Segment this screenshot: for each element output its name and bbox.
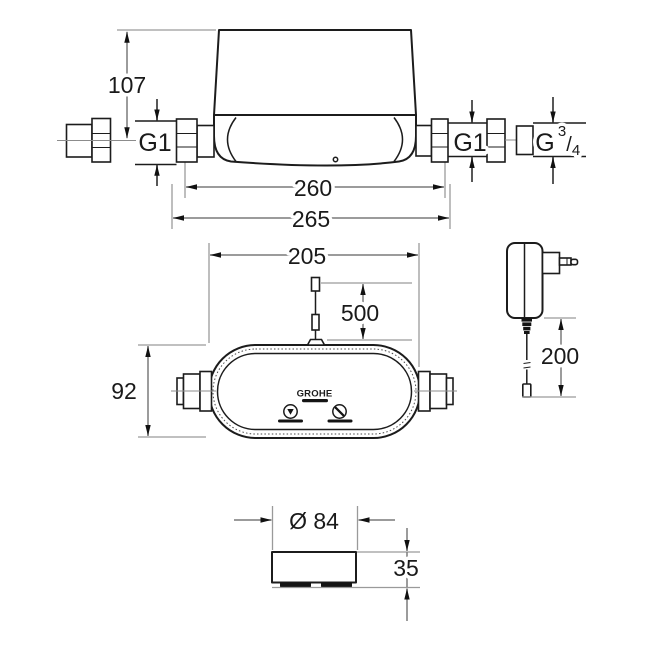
button-label-left xyxy=(278,419,303,423)
dim-width-label: 205 xyxy=(288,243,326,269)
slash-circle-icon xyxy=(332,404,347,419)
arrow-down-circle-icon xyxy=(283,404,298,419)
svg-text:3: 3 xyxy=(558,123,566,140)
cable-connector xyxy=(521,383,532,398)
adapter-cable xyxy=(521,334,532,398)
power-adapter: 200 xyxy=(506,242,583,398)
svg-text:G: G xyxy=(535,129,554,157)
thread-left-label: G1 xyxy=(138,129,171,157)
outlet-nut xyxy=(486,118,506,163)
cable-gland xyxy=(306,338,326,346)
dim-height-label: 107 xyxy=(108,72,146,98)
front-view: GROHE 205 500 92 xyxy=(108,240,457,439)
base-body xyxy=(271,551,357,584)
dim-cable-label: 500 xyxy=(341,300,379,326)
thread-outlet-label: G 3 / 4 xyxy=(532,120,584,163)
brand-logo-underline xyxy=(302,399,328,403)
valve-housing-pipe-section xyxy=(213,114,417,167)
right-collar xyxy=(415,124,433,157)
brand-logo: GROHE xyxy=(297,389,333,400)
drain-hole xyxy=(332,156,339,163)
svg-text:4: 4 xyxy=(572,142,580,159)
base-foot-right xyxy=(321,582,352,588)
base-view: Ø 84 35 xyxy=(234,505,422,621)
dim-adapter-cable-label: 200 xyxy=(541,343,579,369)
thread-right-label: G1 xyxy=(453,129,486,157)
left-union-nut xyxy=(175,118,198,163)
dim-diameter-label: Ø 84 xyxy=(289,508,339,534)
device-body-inner xyxy=(216,352,413,431)
dim-body-width-label: 260 xyxy=(294,175,332,201)
outlet-square xyxy=(515,125,534,156)
base-foot-left xyxy=(280,582,311,588)
button-label-right xyxy=(327,419,353,423)
dim-overall-width-label: 265 xyxy=(292,206,330,232)
dim-front-height-label: 92 xyxy=(111,378,137,404)
side-view: 107 260 265 G1 G1 G 3 / 4 xyxy=(57,29,586,236)
plug-prong xyxy=(558,257,572,266)
strain-relief xyxy=(521,318,532,334)
plug-base xyxy=(541,251,561,275)
left-collar xyxy=(196,124,215,158)
dim-base-height-label: 35 xyxy=(393,555,419,581)
valve-housing-top xyxy=(213,29,417,116)
plug-prong-tip xyxy=(570,258,579,266)
right-union-nut xyxy=(430,118,449,163)
sensor-cable xyxy=(310,276,321,340)
